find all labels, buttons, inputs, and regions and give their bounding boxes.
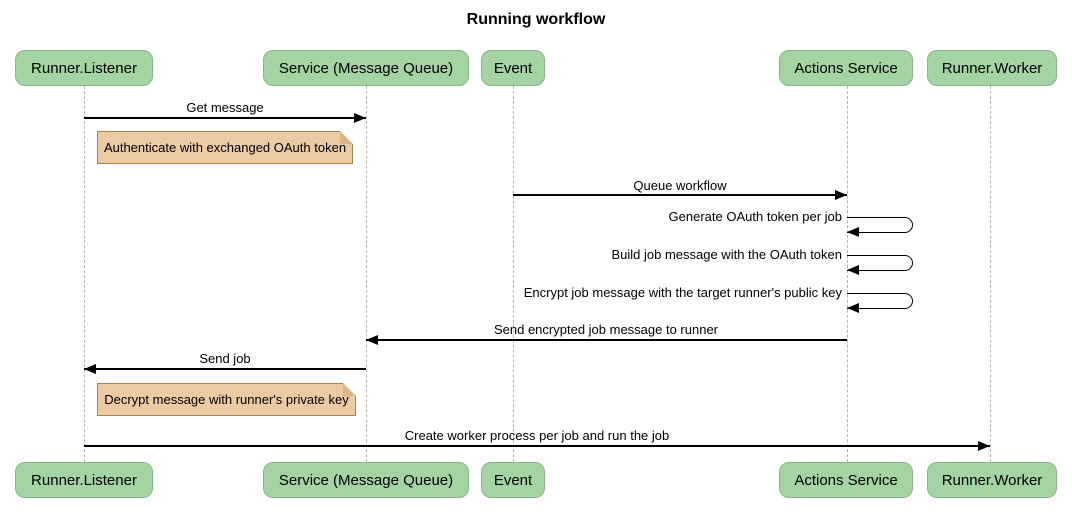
- participant-runner-listener-top: Runner.Listener: [15, 50, 153, 86]
- msg-queue-workflow-line: [513, 194, 847, 196]
- participant-actions-service-bottom: Actions Service: [779, 462, 913, 498]
- arrowhead: [84, 364, 96, 374]
- participant-service-message-queue-bottom: Service (Message Queue): [263, 462, 469, 498]
- diagram-title: Running workflow: [466, 11, 606, 28]
- arrowhead: [978, 441, 990, 451]
- msg-send-job-label: Send job: [199, 351, 251, 366]
- msg-create-worker-label: Create worker process per job and run th…: [404, 428, 670, 443]
- arrowhead: [835, 190, 847, 200]
- msg-send-job-line: [84, 368, 366, 370]
- msg-create-worker-line: [84, 445, 990, 447]
- note-authenticate: Authenticate with exchanged OAuth token: [97, 131, 353, 164]
- note-decrypt: Decrypt message with runner's private ke…: [97, 383, 356, 416]
- participant-runner-listener-bottom: Runner.Listener: [15, 462, 153, 498]
- participant-runner-worker-bottom: Runner.Worker: [927, 462, 1057, 498]
- msg-send-encrypted-label: Send encrypted job message to runner: [493, 322, 719, 337]
- lifeline-runner-listener: [84, 86, 85, 462]
- selfmsg-build-job-message-loop: [847, 255, 913, 271]
- selfmsg-encrypt-job-message-loop: [847, 293, 913, 309]
- msg-queue-workflow-label: Queue workflow: [633, 178, 727, 193]
- msg-send-encrypted-line: [366, 339, 847, 341]
- selfmsg-generate-token-loop: [847, 217, 913, 233]
- arrowhead: [847, 303, 859, 313]
- participant-actions-service-top: Actions Service: [779, 50, 913, 86]
- participant-event-bottom: Event: [481, 462, 545, 498]
- msg-get-message-label: Get message: [186, 100, 264, 115]
- arrowhead: [366, 335, 378, 345]
- lifeline-service-message-queue: [366, 86, 367, 462]
- lifeline-runner-worker: [990, 86, 991, 462]
- msg-get-message-line: [84, 117, 366, 119]
- selfmsg-generate-token-label: Generate OAuth token per job: [668, 209, 842, 224]
- participant-service-message-queue-top: Service (Message Queue): [263, 50, 469, 86]
- arrowhead: [847, 265, 859, 275]
- arrowhead: [354, 113, 366, 123]
- participant-runner-worker-top: Runner.Worker: [927, 50, 1057, 86]
- lifeline-event: [513, 86, 514, 462]
- selfmsg-encrypt-job-message-label: Encrypt job message with the target runn…: [523, 285, 842, 300]
- arrowhead: [847, 227, 859, 237]
- participant-event-top: Event: [481, 50, 545, 86]
- selfmsg-build-job-message-label: Build job message with the OAuth token: [611, 247, 842, 262]
